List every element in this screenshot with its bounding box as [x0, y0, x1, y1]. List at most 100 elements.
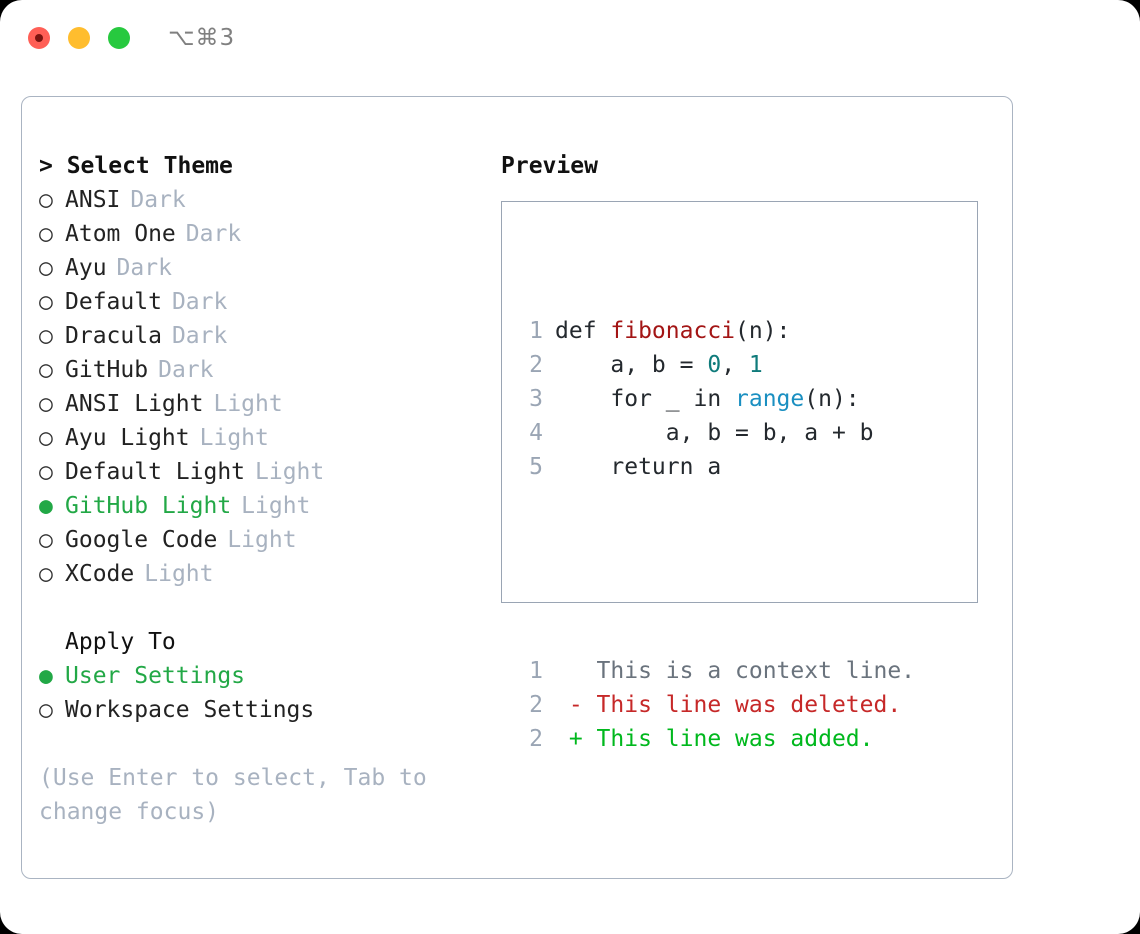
- diff-context: This is a context line.: [555, 658, 916, 684]
- radio-unselected-icon: ○: [39, 289, 53, 315]
- token-number: 1: [748, 352, 763, 378]
- code-line-row: 2 a, b = 0, 1: [513, 348, 915, 382]
- code-line-text: return a: [555, 450, 721, 484]
- theme-variant-tag: Dark: [116, 255, 172, 281]
- radio-selected-icon: ●: [39, 493, 53, 519]
- theme-variant-tag: Light: [241, 493, 311, 519]
- theme-option-0[interactable]: ○ ANSI Dark: [39, 183, 479, 217]
- line-number: 2: [529, 692, 543, 718]
- token-plain: for _ in: [555, 386, 736, 412]
- token-plain: return a: [555, 454, 722, 480]
- theme-option-1[interactable]: ○ Atom One Dark: [39, 217, 479, 251]
- window-controls: [28, 27, 130, 49]
- theme-option-11[interactable]: ○ XCode Light: [39, 557, 479, 591]
- diff-added: + This line was added.: [555, 726, 874, 752]
- theme-option-4[interactable]: ○ Dracula Dark: [39, 319, 479, 353]
- title-bar: ⌥⌘3: [0, 0, 1140, 76]
- line-number: 1: [529, 318, 543, 344]
- line-number: 2: [529, 352, 543, 378]
- minimize-button[interactable]: [68, 27, 90, 49]
- diff-line-text: + This line was added.: [555, 722, 874, 756]
- theme-option-2[interactable]: ○ Ayu Dark: [39, 251, 479, 285]
- code-line-row: 5 return a: [513, 450, 915, 484]
- radio-unselected-icon: ○: [39, 425, 53, 451]
- radio-unselected-icon: ○: [39, 527, 53, 553]
- theme-variant-tag: Light: [213, 391, 283, 417]
- theme-option-7[interactable]: ○ Ayu Light Light: [39, 421, 479, 455]
- radio-unselected-icon: ○: [39, 697, 53, 723]
- diff-lines: 1 This is a context line.2 - This line w…: [513, 654, 915, 756]
- code-line-row: 3 for _ in range(n):: [513, 382, 915, 416]
- theme-option-label: Atom One: [65, 221, 176, 247]
- theme-option-9[interactable]: ● GitHub Light Light: [39, 489, 479, 523]
- close-button[interactable]: [28, 27, 50, 49]
- radio-unselected-icon: ○: [39, 357, 53, 383]
- apply-to-list: ●User Settings○Workspace Settings: [39, 659, 479, 727]
- code-line-text: a, b = b, a + b: [555, 416, 874, 450]
- theme-option-label: XCode: [65, 561, 135, 587]
- theme-option-label: Default: [65, 289, 162, 315]
- radio-unselected-icon: ○: [39, 323, 53, 349]
- token-plain: a, b =: [555, 352, 708, 378]
- code-line-text: for _ in range(n):: [555, 382, 859, 416]
- line-number: 2: [529, 726, 543, 752]
- apply-option-1[interactable]: ○Workspace Settings: [39, 693, 479, 727]
- theme-variant-tag: Light: [144, 561, 214, 587]
- code-diff-gap: [513, 552, 915, 586]
- theme-variant-tag: Light: [255, 459, 325, 485]
- theme-variant-tag: Light: [199, 425, 269, 451]
- token-plain: a, b = b, a + b: [555, 420, 874, 446]
- token-plain: ,: [721, 352, 749, 378]
- list-spacer: [39, 591, 479, 625]
- line-number: 5: [529, 454, 543, 480]
- apply-option-label: User Settings: [65, 663, 246, 689]
- radio-unselected-icon: ○: [39, 187, 53, 213]
- radio-unselected-icon: ○: [39, 221, 53, 247]
- theme-option-label: ANSI: [65, 187, 121, 213]
- token-plain: (n):: [735, 318, 791, 344]
- theme-variant-tag: Dark: [171, 323, 228, 349]
- theme-option-10[interactable]: ○ Google Code Light: [39, 523, 479, 557]
- theme-variant-tag: Dark: [130, 187, 186, 213]
- diff-line-text: - This line was deleted.: [555, 688, 901, 722]
- select-theme-heading: > Select Theme: [39, 153, 233, 179]
- theme-option-label: Dracula: [65, 323, 162, 349]
- theme-option-label: Google Code: [65, 527, 218, 553]
- line-number: 1: [529, 658, 543, 684]
- apply-option-0[interactable]: ●User Settings: [39, 659, 479, 693]
- token-number: 0: [707, 352, 722, 378]
- maximize-button[interactable]: [108, 27, 130, 49]
- theme-variant-tag: Dark: [171, 289, 228, 315]
- diff-line-row: 2 - This line was deleted.: [513, 688, 915, 722]
- code-line-row: 4 a, b = b, a + b: [513, 416, 915, 450]
- code-line-text: a, b = 0, 1: [555, 348, 763, 382]
- theme-option-3[interactable]: ○ Default Dark: [39, 285, 479, 319]
- preview-heading: Preview: [501, 153, 598, 179]
- theme-variant-tag: Dark: [158, 357, 214, 383]
- theme-option-label: Ayu: [65, 255, 107, 281]
- theme-option-label: Default Light: [65, 459, 246, 485]
- theme-option-label: GitHub Light: [65, 493, 232, 519]
- diff-line-row: 1 This is a context line.: [513, 654, 915, 688]
- apply-to-heading: Apply To: [65, 629, 176, 655]
- theme-variant-tag: Dark: [185, 221, 242, 247]
- theme-option-label: ANSI Light: [65, 391, 204, 417]
- diff-deleted: - This line was deleted.: [555, 692, 902, 718]
- line-number: 3: [529, 386, 543, 412]
- line-number: 4: [529, 420, 543, 446]
- theme-option-label: Ayu Light: [65, 425, 190, 451]
- radio-unselected-icon: ○: [39, 255, 53, 281]
- diff-line-text: This is a context line.: [555, 654, 916, 688]
- radio-unselected-icon: ○: [39, 561, 53, 587]
- theme-variant-tag: Light: [227, 527, 297, 553]
